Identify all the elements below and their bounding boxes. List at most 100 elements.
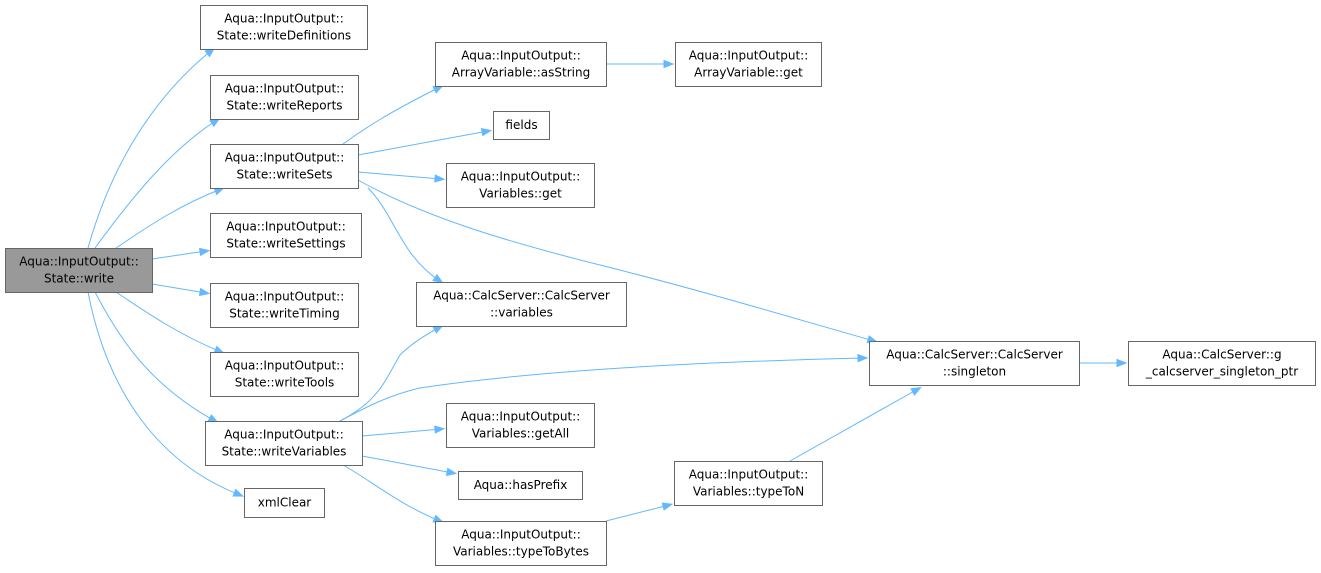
node-singleton[interactable]: Aqua::CalcServer::CalcServer::singleton (869, 341, 1080, 386)
edge-write-to-writeSettings (151, 247, 211, 260)
edge-arrowhead (198, 247, 211, 257)
edge-writeVariables-to-singleton (339, 353, 869, 422)
node-label-line: Variables::typeToBytes (453, 545, 589, 559)
node-label-line: State::writeSettings (226, 237, 345, 251)
edge-write-to-writeTools (115, 291, 226, 354)
node-label-line: Aqua::hasPrefix (474, 478, 568, 492)
node-box (675, 42, 822, 87)
node-writeDefinitions[interactable]: Aqua::InputOutput::State::writeDefinitio… (200, 5, 368, 50)
edge-writeSets-to-variablesGet (357, 171, 446, 183)
node-label-line: Aqua::InputOutput:: (689, 468, 809, 482)
edge-line (342, 86, 441, 145)
node-label-line: Aqua::InputOutput:: (461, 528, 581, 542)
edge-line (342, 464, 441, 522)
edge-line (339, 357, 865, 422)
edge-line (115, 291, 222, 353)
edges-layer (87, 47, 1128, 523)
node-box (200, 5, 368, 50)
node-label-line: State::writeTiming (229, 307, 340, 321)
node-label-line: State::write (44, 272, 114, 286)
node-label-line: Aqua::InputOutput:: (225, 82, 345, 96)
node-label-line: Aqua::InputOutput:: (225, 151, 345, 165)
node-label-line: ArrayVariable::asString (452, 66, 590, 80)
edge-line (789, 388, 919, 462)
edge-writeSets-to-fields (357, 128, 493, 156)
node-xmlClear[interactable]: xmlClear (244, 488, 325, 518)
edge-writeVariables-to-hasPrefix (361, 455, 458, 476)
node-label-line: ArrayVariable::get (694, 66, 803, 80)
node-label-line: ::variables (490, 306, 553, 320)
node-label-line: Aqua::CalcServer::CalcServer (433, 289, 610, 303)
edge-arrowhead (434, 425, 446, 434)
node-arrayAsString[interactable]: Aqua::InputOutput::ArrayVariable::asStri… (435, 42, 607, 87)
node-fields[interactable]: fields (493, 111, 550, 140)
edge-writeSets-to-calcVariables (367, 187, 444, 284)
node-label-line: Aqua::InputOutput:: (226, 220, 346, 234)
node-writeVariables[interactable]: Aqua::InputOutput::State::writeVariables (205, 421, 363, 466)
node-box (205, 421, 363, 466)
edge-arrowhead (661, 502, 674, 511)
edge-write-to-writeVariables (94, 291, 219, 424)
edge-line (361, 455, 454, 474)
node-box (210, 75, 359, 120)
node-arrayGet[interactable]: Aqua::InputOutput::ArrayVariable::get (675, 42, 822, 87)
node-label-line: State::writeDefinitions (217, 29, 351, 43)
node-writeReports[interactable]: Aqua::InputOutput::State::writeReports (210, 75, 359, 120)
node-label-line: Aqua::CalcServer::CalcServer (886, 348, 1063, 362)
node-hasPrefix[interactable]: Aqua::hasPrefix (458, 471, 583, 500)
node-box (210, 144, 359, 189)
edge-arrowhead (1116, 358, 1128, 368)
node-label-line: Aqua::InputOutput:: (225, 290, 345, 304)
edge-line (151, 283, 207, 294)
edge-write-to-writeSets (115, 187, 226, 249)
node-typeToN[interactable]: Aqua::InputOutput::Variables::typeToN (674, 461, 823, 506)
edge-line (87, 49, 213, 249)
node-variablesGet[interactable]: Aqua::InputOutput::Variables::get (446, 163, 595, 208)
node-label-line: Aqua::InputOutput:: (224, 428, 344, 442)
edge-line (115, 188, 222, 249)
node-box (416, 282, 627, 327)
node-writeTiming[interactable]: Aqua::InputOutput::State::writeTiming (210, 283, 359, 328)
node-label-line: Aqua::InputOutput:: (461, 410, 581, 424)
node-box (446, 163, 595, 208)
node-box (446, 403, 595, 448)
node-label-line: Aqua::CalcServer::g (1162, 348, 1281, 362)
node-getAll[interactable]: Aqua::InputOutput::Variables::getAll (446, 403, 595, 448)
node-label-line: State::writeVariables (222, 445, 347, 459)
edge-write-to-writeReports (94, 117, 221, 249)
edge-arrowhead (910, 386, 922, 396)
node-label-line: Aqua::InputOutput:: (689, 49, 809, 63)
node-label-line: _calcserver_singleton_ptr (1145, 365, 1298, 379)
edge-line (357, 179, 875, 342)
edge-arrowhead (198, 287, 211, 297)
node-calcVariables[interactable]: Aqua::CalcServer::CalcServer::variables (416, 282, 627, 327)
node-writeSettings[interactable]: Aqua::InputOutput::State::writeSettings (210, 213, 362, 258)
node-label-line: Aqua::InputOutput:: (19, 255, 139, 269)
edge-write-to-writeTiming (151, 283, 211, 297)
edge-write-to-xmlClear (87, 291, 245, 497)
node-writeTools[interactable]: Aqua::InputOutput::State::writeTools (210, 352, 359, 397)
edge-line (94, 119, 218, 249)
node-label-line: Aqua::InputOutput:: (225, 359, 345, 373)
edge-line (357, 171, 442, 180)
edge-line (367, 187, 441, 282)
node-label-line: Aqua::InputOutput:: (224, 12, 344, 26)
node-box (1128, 341, 1316, 386)
node-singletonPtr[interactable]: Aqua::CalcServer::g_calcserver_singleton… (1128, 341, 1316, 386)
edge-writeVariables-to-getAll (361, 425, 446, 437)
edge-write-to-writeDefinitions (87, 47, 216, 249)
edge-singleton-to-singletonPtr (1079, 358, 1128, 368)
node-box (458, 471, 583, 500)
nodes-layer: Aqua::InputOutput::State::writeAqua::Inp… (5, 5, 1316, 566)
node-label-line: State::writeSets (237, 168, 333, 182)
edge-arrowhead (480, 128, 493, 137)
edge-typeToN-to-singleton (789, 386, 922, 462)
node-writeSets[interactable]: Aqua::InputOutput::State::writeSets (210, 144, 359, 189)
edge-arrowhead (434, 174, 446, 183)
node-write[interactable]: Aqua::InputOutput::State::write (5, 248, 153, 293)
edge-arrowhead (663, 59, 675, 69)
edge-line (94, 291, 216, 422)
node-typeToBytes[interactable]: Aqua::InputOutput::Variables::typeToByte… (435, 521, 607, 566)
node-label-line: fields (505, 118, 537, 132)
